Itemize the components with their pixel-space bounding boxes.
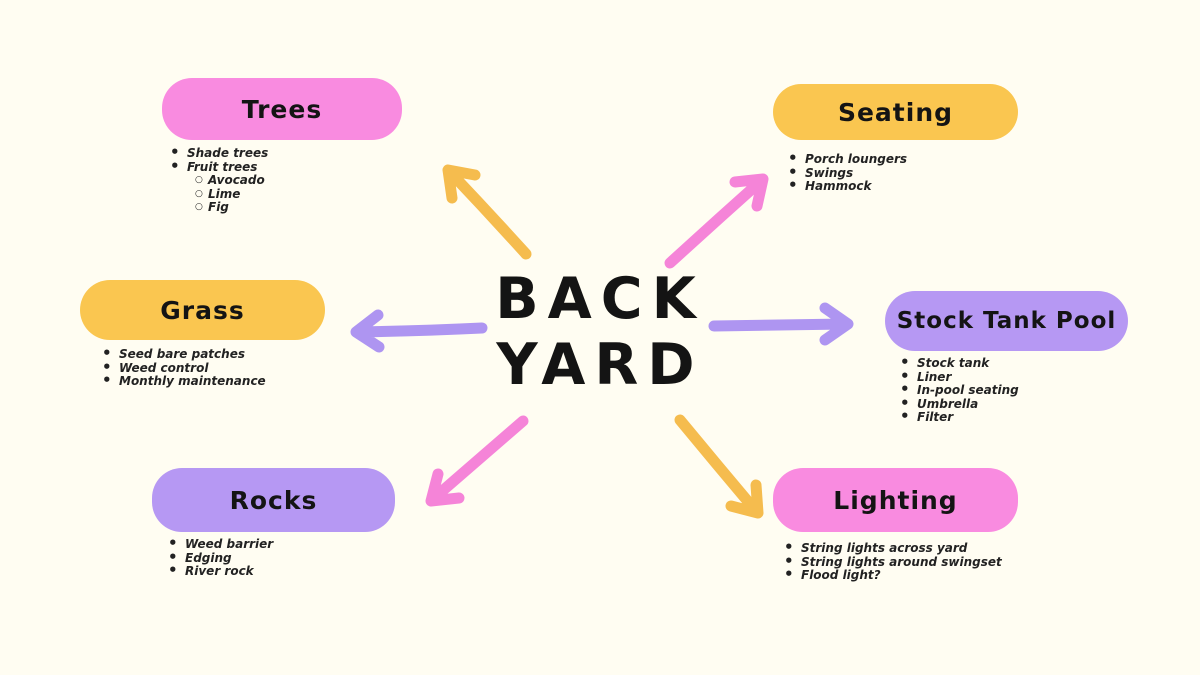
node-trees: Trees Shade trees Fruit trees Avocado Li… xyxy=(162,78,402,215)
list-item: Flood light? xyxy=(784,568,1018,583)
node-trees-pill: Trees xyxy=(162,78,402,140)
list-item: In-pool seating xyxy=(900,383,1128,398)
list-item: String lights across yard xyxy=(784,541,1018,556)
list-item: Porch loungers xyxy=(788,152,1018,167)
list-item: Weed control xyxy=(102,361,325,376)
node-stock-tank-pool-items: Stock tank Liner In-pool seating Umbrell… xyxy=(900,356,1128,425)
arrow-to-trees-icon xyxy=(442,164,532,260)
node-rocks: Rocks Weed barrier Edging River rock xyxy=(152,468,395,579)
list-item: Avocado xyxy=(195,173,402,188)
node-lighting-pill: Lighting xyxy=(773,468,1018,532)
node-seating-items: Porch loungers Swings Hammock xyxy=(788,152,1018,194)
node-stock-tank-pool-label: Stock Tank Pool xyxy=(896,308,1117,334)
node-seating: Seating Porch loungers Swings Hammock xyxy=(773,84,1018,194)
list-item: Hammock xyxy=(788,179,1018,194)
node-grass: Grass Seed bare patches Weed control Mon… xyxy=(80,280,325,389)
list-item: Fig xyxy=(195,200,402,215)
node-grass-label: Grass xyxy=(160,295,245,325)
list-item: String lights around swingset xyxy=(784,555,1018,570)
list-item: Fruit trees xyxy=(170,160,402,175)
center-topic: BACK YARD xyxy=(420,266,780,398)
list-item: Seed bare patches xyxy=(102,347,325,362)
node-rocks-pill: Rocks xyxy=(152,468,395,532)
node-trees-items: Shade trees Fruit trees Avocado Lime Fig xyxy=(170,146,402,215)
node-lighting-items: String lights across yard String lights … xyxy=(784,541,1018,583)
list-item: Umbrella xyxy=(900,397,1128,412)
list-item: Filter xyxy=(900,410,1128,425)
node-grass-items: Seed bare patches Weed control Monthly m… xyxy=(102,347,325,389)
list-item: Weed barrier xyxy=(168,537,395,552)
node-lighting-label: Lighting xyxy=(833,485,958,515)
node-stock-tank-pool-pill: Stock Tank Pool xyxy=(885,291,1128,351)
list-item: Monthly maintenance xyxy=(102,374,325,389)
arrow-to-seating-icon xyxy=(664,173,769,269)
center-topic-line1: BACK xyxy=(495,266,705,332)
node-seating-pill: Seating xyxy=(773,84,1018,140)
node-seating-label: Seating xyxy=(837,97,954,127)
arrow-to-rocks-icon xyxy=(425,415,529,507)
center-topic-line2: YARD xyxy=(496,332,704,398)
list-item: River rock xyxy=(168,564,395,579)
node-lighting: Lighting String lights across yard Strin… xyxy=(773,468,1018,583)
list-item: Shade trees xyxy=(170,146,402,161)
node-stock-tank-pool: Stock Tank Pool Stock tank Liner In-pool… xyxy=(885,291,1128,425)
list-item: Edging xyxy=(168,551,395,566)
node-trees-label: Trees xyxy=(241,94,323,124)
node-grass-pill: Grass xyxy=(80,280,325,340)
list-item: Lime xyxy=(195,187,402,202)
list-item: Liner xyxy=(900,370,1128,385)
list-item: Stock tank xyxy=(900,356,1128,371)
node-rocks-items: Weed barrier Edging River rock xyxy=(168,537,395,579)
node-rocks-label: Rocks xyxy=(229,485,318,515)
arrow-to-lighting-icon xyxy=(674,414,764,519)
list-item: Swings xyxy=(788,166,1018,181)
